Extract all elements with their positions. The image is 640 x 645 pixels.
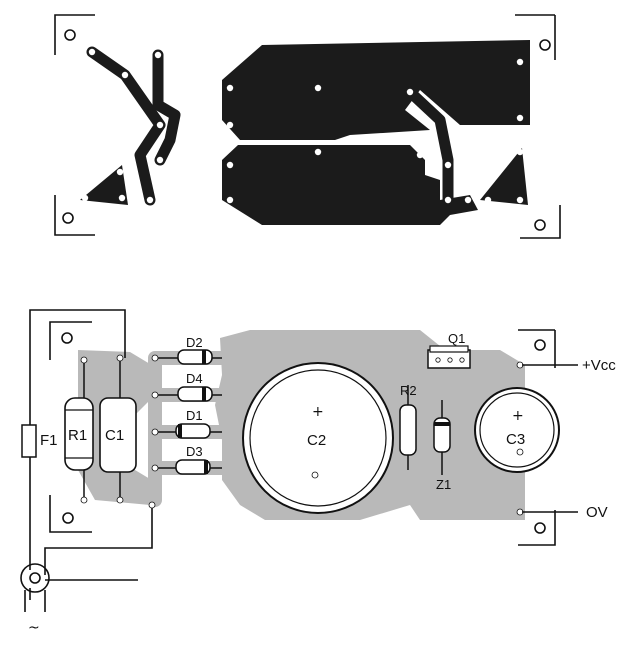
c2-label: C2: [307, 432, 326, 449]
resistor-r2: R2: [399, 383, 417, 470]
diode-d2: D2: [155, 335, 222, 365]
c3-plus: +: [512, 408, 524, 424]
fuse-label: F1: [40, 432, 58, 449]
right-trace: [404, 86, 454, 206]
diode-d3: D3: [155, 444, 222, 475]
transistor-q1: Q1: [427, 331, 471, 369]
c2-plus: +: [312, 404, 324, 420]
resistor-r1: R1: [64, 360, 94, 500]
q1-label: Q1: [448, 331, 465, 346]
registration-marks: [54, 14, 561, 239]
component-placement: F1 ~ R1 C1 D2: [20, 309, 616, 636]
pcb-copper-layout: [54, 14, 561, 239]
d3-label: D3: [186, 444, 203, 459]
vcc-label: +Vcc: [582, 357, 616, 374]
c1-label: C1: [105, 427, 124, 444]
lower-copper-area: [222, 145, 478, 225]
d2-label: D2: [186, 335, 203, 350]
left-triangle-pad: [80, 165, 128, 205]
lower-wire: [44, 505, 153, 575]
component-holes: [80, 354, 524, 516]
z1-label: Z1: [436, 477, 451, 492]
mains-plug: ~: [20, 563, 50, 636]
pad-holes: [81, 48, 524, 204]
diode-d1: D1: [155, 408, 222, 439]
capacitor-c1: C1: [99, 360, 137, 500]
capacitor-c3: + C3: [474, 387, 560, 473]
diode-d4: D4: [155, 371, 222, 402]
upper-copper-area: [222, 40, 530, 140]
d1-label: D1: [186, 408, 203, 423]
c3-label: C3: [506, 431, 525, 448]
output-leaders: [522, 364, 578, 513]
d4-label: D4: [186, 371, 203, 386]
r2-label: R2: [400, 383, 417, 398]
ov-label: OV: [586, 504, 608, 521]
fuse-f1: F1: [21, 424, 58, 458]
registration-marks-bottom: [49, 321, 556, 546]
capacitor-c2: + C2: [242, 362, 394, 514]
right-triangle-pad: [480, 148, 528, 205]
zener-z1: Z1: [433, 400, 451, 492]
ac-symbol: ~: [28, 620, 40, 636]
r1-label: R1: [68, 427, 87, 444]
